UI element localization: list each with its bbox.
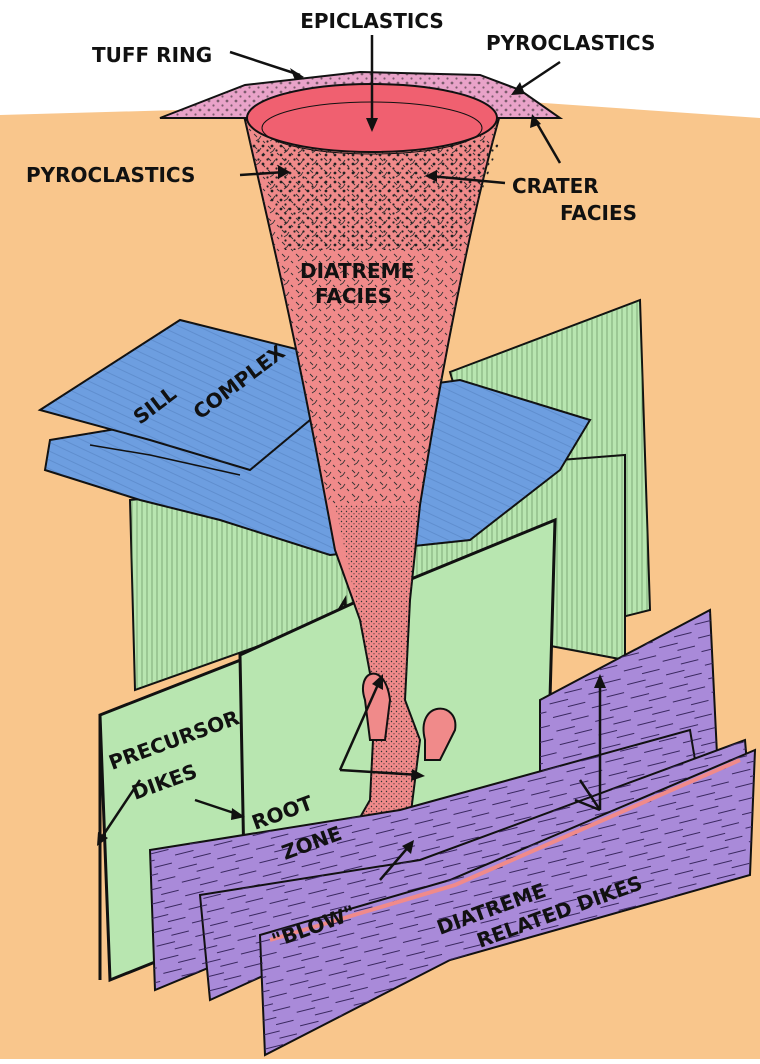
label-pyroclastics-left: PYROCLASTICS <box>26 163 195 187</box>
label-pyroclastics-top: PYROCLASTICS <box>486 31 655 55</box>
arrow-tuff-ring <box>230 52 300 75</box>
label-tuff-ring: TUFF RING <box>92 43 212 67</box>
label-diatreme-facies-2: FACIES <box>315 284 392 308</box>
label-crater-facies-1: CRATER <box>512 174 599 198</box>
label-diatreme-facies-1: DIATREME <box>300 259 414 283</box>
label-crater-facies-2: FACIES <box>560 201 637 225</box>
label-epiclastics: EPICLASTICS <box>300 9 444 33</box>
